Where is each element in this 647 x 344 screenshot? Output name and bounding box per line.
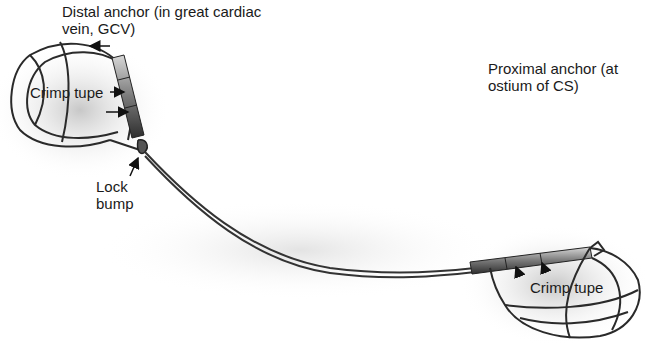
leader-arrow: [106, 111, 128, 113]
part-label: Crimp tupe: [30, 84, 108, 101]
part-label: Crimp tupe: [530, 279, 620, 296]
proximal-anchor: [490, 242, 640, 338]
leader-arrow: [90, 45, 110, 47]
shadow: [100, 200, 500, 300]
leader-arrow: [110, 91, 124, 93]
pointer-arrow: [90, 46, 546, 277]
cable: [145, 152, 475, 277]
shadow: [0, 40, 170, 180]
part-label: Lock bump: [96, 178, 146, 212]
crimp-tube: [470, 247, 592, 274]
leader-arrow: [516, 267, 520, 277]
leader-arrow: [130, 158, 138, 176]
crimp-tube: [112, 55, 144, 138]
part-label: Proximal anchor (at ostium of CS): [488, 60, 638, 94]
leader-arrow: [542, 263, 546, 273]
shadow: [460, 225, 647, 344]
part-label: Distal anchor (in great cardiac vein, GC…: [62, 3, 292, 37]
